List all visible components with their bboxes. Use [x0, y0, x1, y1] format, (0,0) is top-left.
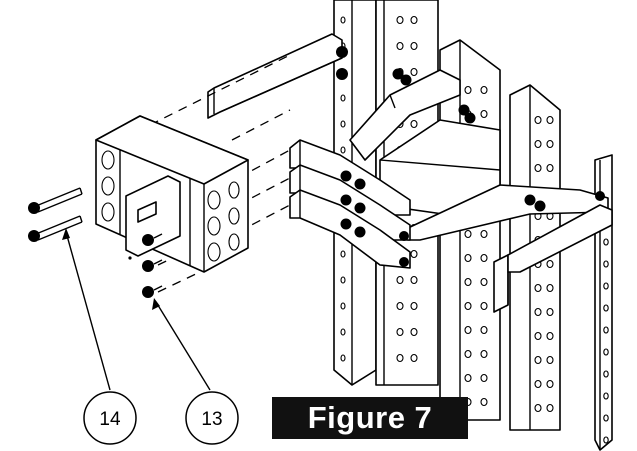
rail-hole — [464, 253, 472, 263]
rail-hole — [396, 301, 404, 311]
rail-hole — [546, 379, 554, 389]
rail-hole — [464, 349, 472, 359]
rail-hole — [546, 307, 554, 317]
rail-hole — [340, 354, 346, 362]
long-bolt-upper — [28, 187, 83, 214]
rail-hole — [534, 115, 542, 125]
rail-hole — [534, 163, 542, 173]
rail-hole — [546, 139, 554, 149]
rail-hole — [480, 109, 488, 119]
rail-hole — [603, 282, 609, 290]
rail-hole — [546, 115, 554, 125]
rail-hole — [464, 277, 472, 287]
rail-hole — [396, 353, 404, 363]
rail-hole — [534, 283, 542, 293]
rail-hole — [546, 355, 554, 365]
rail-hole — [603, 238, 609, 246]
rail-hole — [396, 275, 404, 285]
rail-hole — [410, 353, 418, 363]
rail-hole — [396, 41, 404, 51]
rail-hole — [410, 41, 418, 51]
circuit-breaker — [95, 115, 249, 273]
short-screw-1 — [142, 233, 163, 246]
long-bolts — [28, 187, 83, 242]
rail-hole — [603, 436, 609, 444]
rail-hole — [480, 85, 488, 95]
callout-13-label: 13 — [201, 409, 222, 430]
rail-hole — [534, 331, 542, 341]
short-screw-3 — [142, 285, 163, 298]
rail-hole — [480, 229, 488, 239]
rail-hole — [340, 94, 346, 102]
rail-hole — [480, 277, 488, 287]
rail-hole — [340, 16, 346, 24]
rail-hole — [340, 250, 346, 258]
rail-hole — [480, 325, 488, 335]
callout-13: 13 — [185, 391, 239, 445]
diagonal-brace — [349, 69, 461, 161]
rail-hole — [603, 392, 609, 400]
rail-hole — [603, 260, 609, 268]
rail-hole — [340, 302, 346, 310]
rail-hole — [534, 403, 542, 413]
rail-hole — [603, 348, 609, 356]
rail-hole — [340, 120, 346, 128]
rail-hole — [480, 349, 488, 359]
rail-hole — [396, 15, 404, 25]
rail-hole — [410, 67, 418, 77]
bracket-nuts — [336, 46, 605, 267]
rail-hole — [534, 139, 542, 149]
rail-hole — [340, 328, 346, 336]
rail-hole — [534, 379, 542, 389]
rail-hole — [546, 163, 554, 173]
rail-hole — [534, 307, 542, 317]
rail-hole — [340, 276, 346, 284]
rail-hole — [464, 301, 472, 311]
rail-hole — [464, 229, 472, 239]
rail-hole — [410, 301, 418, 311]
rail-hole — [410, 275, 418, 285]
busbar-lower — [289, 189, 411, 269]
rail-hole — [410, 327, 418, 337]
callout-14-label: 14 — [99, 409, 121, 430]
rail-hole — [464, 373, 472, 383]
top-bracket — [207, 33, 343, 119]
leader-lines — [62, 228, 211, 391]
rail-hole — [464, 85, 472, 95]
rail-hole — [603, 326, 609, 334]
rail-hole — [546, 403, 554, 413]
rail-hole — [546, 259, 554, 269]
rail-hole — [546, 331, 554, 341]
rail-hole — [410, 249, 418, 259]
figure-label: Figure 7 — [272, 397, 468, 439]
long-bolt-lower — [28, 215, 83, 242]
rail-hole — [480, 253, 488, 263]
rail-hole — [603, 370, 609, 378]
callout-14: 14 — [83, 391, 137, 445]
rail-hole — [396, 327, 404, 337]
rail-hole — [464, 325, 472, 335]
rail-hole — [603, 414, 609, 422]
rail-hole — [340, 146, 346, 154]
rail-hole — [534, 355, 542, 365]
rail-hole — [480, 397, 488, 407]
rail-hole — [410, 15, 418, 25]
rail-hole — [603, 304, 609, 312]
short-screw-2 — [142, 259, 163, 272]
rail-hole — [480, 373, 488, 383]
rail-hole — [410, 119, 418, 129]
cross-bracket-right — [407, 184, 613, 313]
rail-hole — [546, 283, 554, 293]
rail-hole — [480, 301, 488, 311]
short-screws — [128, 233, 163, 298]
